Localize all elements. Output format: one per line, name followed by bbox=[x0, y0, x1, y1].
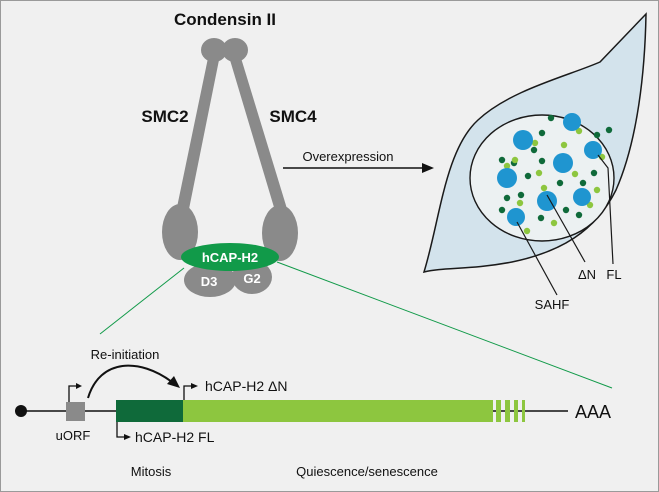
fl-focus bbox=[579, 179, 587, 187]
sahf-focus bbox=[507, 208, 525, 226]
fl-focus bbox=[537, 214, 545, 222]
smc2-arm bbox=[176, 58, 219, 214]
fl-focus bbox=[524, 172, 532, 180]
uorf-tss bbox=[68, 385, 78, 402]
fl-focus bbox=[538, 157, 546, 165]
fl-focus bbox=[547, 114, 555, 122]
fl-focus bbox=[503, 194, 511, 202]
sahf-leader bbox=[516, 221, 558, 296]
fl-tss bbox=[116, 422, 126, 438]
overexpression-arrowhead bbox=[422, 163, 434, 173]
delta-n-label: ΔN bbox=[578, 267, 596, 282]
sahf-focus bbox=[584, 141, 602, 159]
delta-n-focus bbox=[540, 184, 548, 192]
fl-focus bbox=[530, 146, 538, 154]
reinitiation-label: Re-initiation bbox=[91, 347, 160, 362]
hcap-h2-label: hCAP-H2 bbox=[202, 250, 258, 265]
delta-n-focus bbox=[575, 127, 583, 135]
reinitiation-arrowhead bbox=[167, 376, 180, 388]
delta-n-focus bbox=[593, 186, 601, 194]
sahf-focus bbox=[497, 168, 517, 188]
delta-n-exon bbox=[183, 400, 493, 422]
fl-focus bbox=[605, 126, 613, 134]
smc4-hinge bbox=[222, 38, 248, 62]
fl-focus bbox=[517, 191, 525, 199]
delta-n-focus bbox=[531, 139, 539, 147]
uorf-box bbox=[66, 402, 85, 421]
sahf-label: SAHF bbox=[535, 297, 570, 312]
senescent-cell bbox=[422, 12, 647, 274]
condensin-complex bbox=[162, 38, 298, 297]
sahf-focus bbox=[573, 188, 591, 206]
fl-focus bbox=[498, 156, 506, 164]
uorf-label: uORF bbox=[56, 428, 91, 443]
uorf-tss-head bbox=[76, 383, 82, 389]
fl-focus bbox=[562, 206, 570, 214]
delta-n-tss-head bbox=[191, 383, 198, 389]
overexpression-label: Overexpression bbox=[302, 149, 393, 164]
smc4-label: SMC4 bbox=[269, 107, 317, 126]
exon-tail-4 bbox=[522, 400, 525, 422]
delta-n-product-label: hCAP-H2 ΔN bbox=[205, 378, 287, 394]
delta-n-focus bbox=[511, 156, 519, 164]
sahf-focus bbox=[513, 130, 533, 150]
sahf-focus bbox=[563, 113, 581, 131]
fl-label: FL bbox=[606, 267, 621, 282]
delta-n-focus bbox=[535, 169, 543, 177]
nucleus bbox=[469, 114, 615, 242]
fl-focus bbox=[575, 211, 583, 219]
smc2-head bbox=[162, 204, 198, 260]
exon-tail-1 bbox=[496, 400, 501, 422]
fl-leader bbox=[597, 154, 614, 265]
hcap-h2-subunit bbox=[181, 243, 279, 271]
quiescence-label: Quiescence/senescence bbox=[296, 464, 438, 479]
smc4-head bbox=[262, 205, 298, 261]
mitosis-label: Mitosis bbox=[131, 464, 172, 479]
condensin-title: Condensin II bbox=[174, 10, 276, 29]
delta-n-leader bbox=[546, 194, 586, 263]
delta-n-focus bbox=[503, 162, 511, 170]
zoom-line-right bbox=[276, 261, 613, 389]
smc2-label: SMC2 bbox=[141, 107, 188, 126]
fl-focus bbox=[593, 131, 601, 139]
delta-n-focus bbox=[516, 199, 524, 207]
delta-n-focus bbox=[571, 170, 579, 178]
fl-focus bbox=[538, 129, 546, 137]
sahf-focus bbox=[537, 191, 557, 211]
fl-focus bbox=[556, 179, 564, 187]
delta-n-focus bbox=[560, 141, 568, 149]
nuclear-foci bbox=[497, 113, 613, 235]
smc4-arm bbox=[230, 58, 288, 214]
smc2-hinge bbox=[201, 38, 227, 62]
exon-tail-2 bbox=[505, 400, 510, 422]
sahf-focus bbox=[553, 153, 573, 173]
delta-n-tss bbox=[183, 385, 193, 400]
delta-n-focus bbox=[586, 201, 594, 209]
d3-subunit bbox=[184, 263, 236, 297]
reinitiation-arrow bbox=[87, 364, 173, 399]
fl-focus bbox=[498, 206, 506, 214]
delta-n-focus bbox=[550, 219, 558, 227]
g2-label: G2 bbox=[243, 271, 260, 286]
polya-label: AAA bbox=[575, 402, 611, 422]
fl-product-label: hCAP-H2 FL bbox=[135, 429, 215, 445]
delta-n-focus bbox=[523, 227, 531, 235]
d3-label: D3 bbox=[201, 274, 218, 289]
fl-focus bbox=[590, 169, 598, 177]
fl-tss-head bbox=[124, 434, 131, 440]
exon-tail-3 bbox=[514, 400, 518, 422]
mitosis-exon bbox=[116, 400, 183, 422]
zoom-line-left bbox=[99, 267, 185, 335]
